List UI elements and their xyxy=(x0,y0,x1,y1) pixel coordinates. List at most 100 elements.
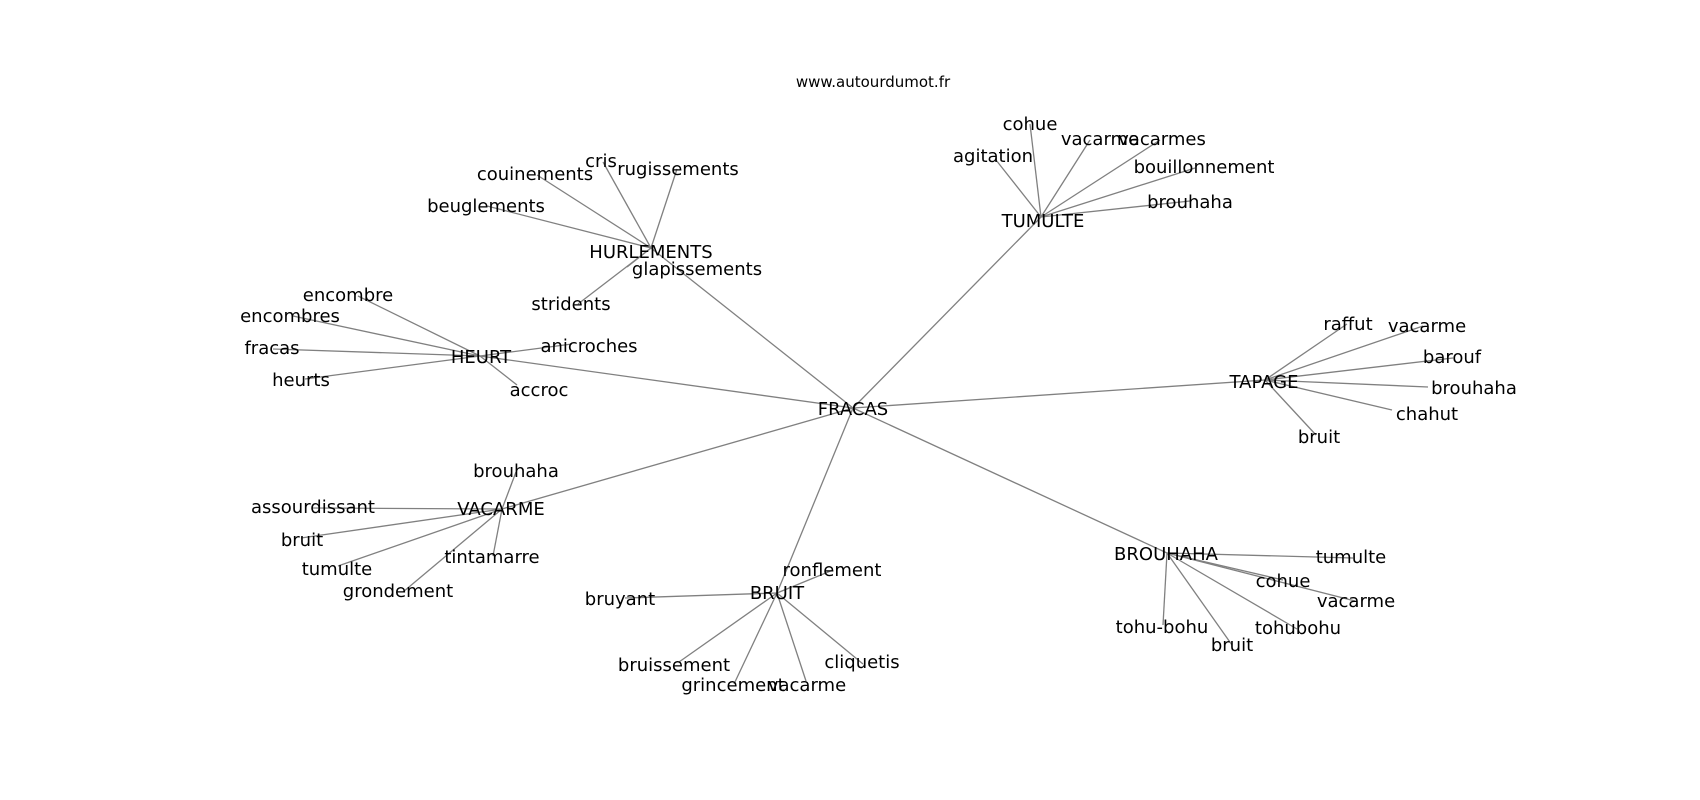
word-node[interactable]: beuglements xyxy=(427,196,545,217)
edge-center-to-group xyxy=(776,407,854,594)
word-node[interactable]: tumulte xyxy=(302,559,373,580)
edge-group-to-word xyxy=(337,508,503,567)
edge-group-to-word xyxy=(1162,552,1168,626)
word-node[interactable]: raffut xyxy=(1323,314,1372,335)
group-node[interactable]: HURLEMENTS xyxy=(589,242,712,263)
edge-group-to-word xyxy=(602,161,652,249)
edge-group-to-word xyxy=(776,592,864,665)
word-node[interactable]: brouhaha xyxy=(1147,192,1233,213)
edge-center-to-group xyxy=(501,407,854,510)
edge-group-to-word xyxy=(1040,200,1191,218)
word-node[interactable]: bouillonnement xyxy=(1134,157,1275,178)
word-node[interactable]: brouhaha xyxy=(473,461,559,482)
edge-group-to-word xyxy=(536,174,652,249)
word-node[interactable]: agitation xyxy=(953,146,1033,167)
edge-group-to-word xyxy=(1029,123,1042,218)
word-node[interactable]: cris xyxy=(585,151,617,172)
edge-center-to-group xyxy=(852,216,1042,409)
edge-group-to-word xyxy=(733,592,778,685)
word-node[interactable]: encombre xyxy=(303,285,393,306)
word-node[interactable]: accroc xyxy=(510,380,569,401)
edge-group-to-word xyxy=(1040,167,1196,218)
edge-group-to-word xyxy=(479,343,573,357)
word-node[interactable]: tohu-bohu xyxy=(1116,617,1209,638)
word-node[interactable]: chahut xyxy=(1396,404,1458,425)
word-node[interactable]: vacarme xyxy=(1388,316,1466,337)
group-node[interactable]: BROUHAHA xyxy=(1114,544,1219,565)
group-node[interactable]: VACARME xyxy=(457,499,544,520)
site-watermark: www.autourdumot.fr xyxy=(796,73,951,91)
graph-edges xyxy=(272,123,1454,685)
word-node[interactable]: brouhaha xyxy=(1431,378,1517,399)
edge-group-to-word xyxy=(1264,325,1424,381)
edge-group-to-word xyxy=(479,355,518,386)
word-node[interactable]: grincement xyxy=(681,675,784,696)
group-node[interactable]: BRUIT xyxy=(750,583,805,604)
edge-group-to-word xyxy=(300,508,503,539)
edge-group-to-word xyxy=(1166,552,1356,602)
word-node[interactable]: bruit xyxy=(1298,427,1340,448)
word-node[interactable]: vacarmes xyxy=(1118,129,1206,150)
word-node[interactable]: tohubohu xyxy=(1255,618,1341,639)
edge-group-to-word xyxy=(577,247,652,305)
edge-center-to-group xyxy=(852,379,1266,409)
edge-group-to-word xyxy=(492,508,503,557)
word-node[interactable]: bruissement xyxy=(618,655,730,676)
edge-group-to-word xyxy=(624,592,778,599)
edge-group-to-word xyxy=(1264,379,1393,411)
word-node[interactable]: stridents xyxy=(531,294,610,315)
edge-group-to-word xyxy=(1264,379,1317,436)
word-node[interactable]: grondement xyxy=(343,581,453,602)
word-node[interactable]: cliquetis xyxy=(824,652,899,673)
edge-group-to-word xyxy=(1166,552,1354,559)
word-node[interactable]: cohue xyxy=(1256,571,1311,592)
edge-group-to-word xyxy=(501,471,517,510)
edge-group-to-word xyxy=(1264,357,1454,381)
edge-center-to-group xyxy=(650,247,854,409)
word-node[interactable]: vacarme xyxy=(1061,129,1139,150)
word-node[interactable]: tintamarre xyxy=(444,547,539,568)
group-node[interactable]: TAPAGE xyxy=(1229,372,1299,393)
edge-group-to-word xyxy=(357,295,481,357)
edge-group-to-word xyxy=(776,592,807,682)
edge-group-to-word xyxy=(995,159,1042,218)
word-node[interactable]: tumulte xyxy=(1316,547,1387,568)
word-node[interactable]: rugissements xyxy=(617,159,739,180)
edge-group-to-word xyxy=(304,355,481,380)
word-node[interactable]: fracas xyxy=(244,338,299,359)
word-node[interactable]: assourdissant xyxy=(251,497,375,518)
word-node[interactable]: vacarme xyxy=(768,675,846,696)
edge-group-to-word xyxy=(1040,139,1161,218)
group-node[interactable]: HEURT xyxy=(451,347,512,368)
edge-group-to-word xyxy=(1264,323,1348,381)
edge-group-to-word xyxy=(776,569,834,594)
word-node[interactable]: anicroches xyxy=(540,336,637,357)
edge-group-to-word xyxy=(1166,552,1298,630)
edge-group-to-word xyxy=(402,508,503,593)
word-node[interactable]: cohue xyxy=(1003,114,1058,135)
edge-group-to-word xyxy=(1040,139,1091,218)
word-node[interactable]: glapissements xyxy=(632,259,762,280)
word-node[interactable]: heurts xyxy=(272,370,330,391)
word-node[interactable]: bruyant xyxy=(585,589,655,610)
word-node[interactable]: encombres xyxy=(240,306,340,327)
word-node[interactable]: bruit xyxy=(281,530,323,551)
edge-group-to-word xyxy=(272,348,481,357)
center-node[interactable]: FRACAS xyxy=(818,399,888,420)
word-node[interactable]: bruit xyxy=(1211,635,1253,656)
edge-group-to-word xyxy=(292,315,481,357)
word-node[interactable]: vacarme xyxy=(1317,591,1395,612)
edge-group-to-word xyxy=(1264,379,1429,388)
word-node[interactable]: ronflement xyxy=(783,560,882,581)
edge-group-to-word xyxy=(312,507,503,510)
edge-center-to-group xyxy=(852,407,1168,554)
edge-group-to-word xyxy=(650,168,678,249)
edge-group-to-word xyxy=(678,592,778,663)
word-node[interactable]: barouf xyxy=(1423,347,1482,368)
edge-group-to-word xyxy=(486,205,652,249)
group-node[interactable]: TUMULTE xyxy=(1001,211,1085,232)
word-node[interactable]: couinements xyxy=(477,164,593,185)
edge-group-to-word xyxy=(1166,552,1233,646)
